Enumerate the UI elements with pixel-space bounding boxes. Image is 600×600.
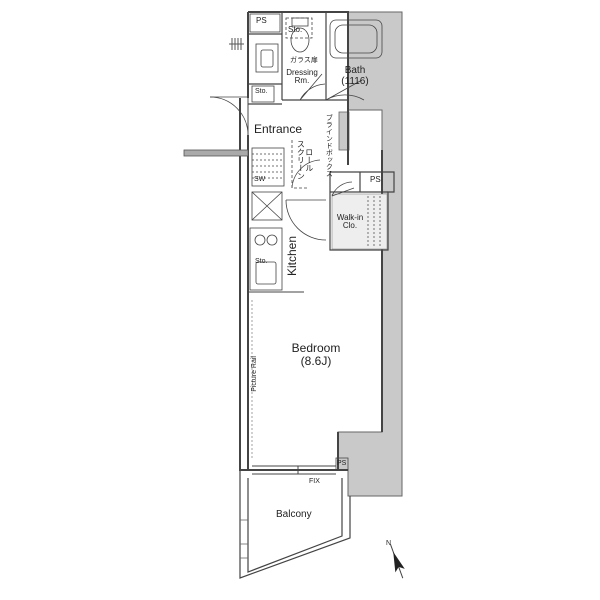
dressing-door-swing — [299, 73, 326, 101]
label-dressing-room: Dressing Rm. — [286, 68, 318, 86]
label-kitchen: Kitchen — [285, 236, 299, 277]
entry-storage — [251, 85, 275, 103]
balcony-outline — [239, 470, 351, 579]
shoe-cabinet — [251, 147, 285, 187]
roll-screen-swing — [291, 159, 321, 189]
label-glass-door: ガラス扉 — [290, 57, 318, 64]
label-sto-entry: Sto. — [255, 88, 268, 95]
label-bath: Bath (1116) — [341, 65, 369, 87]
north-compass-icon — [390, 544, 405, 579]
bathtub-icon — [329, 19, 383, 59]
label-ps-mid: PS — [370, 175, 381, 184]
label-picture-rail: Picture Rail — [251, 356, 258, 392]
kitchen-counter — [249, 227, 283, 291]
wet-area-partitions — [248, 12, 348, 105]
ps-shaft-top — [249, 13, 281, 33]
toilet-icon — [285, 17, 313, 53]
label-bedroom: Bedroom (8.6J) — [291, 341, 341, 368]
closet-door-swing — [331, 181, 355, 197]
label-sw: SW — [254, 176, 266, 183]
closet-rail — [367, 196, 381, 246]
label-sto-kitchen: Sto. — [255, 258, 268, 265]
label-entrance: Entrance — [254, 122, 303, 136]
label-ps-low: PS — [337, 460, 347, 467]
label-ps-top: PS — [256, 16, 267, 25]
label-roll-screen: ロール スクリーン — [296, 140, 314, 180]
label-fix: FIX — [309, 478, 320, 485]
compass-north-label: N — [386, 540, 392, 547]
entrance-door[interactable] — [209, 96, 249, 136]
label-blind-box: ブラインドボックス — [325, 114, 333, 177]
entry-corridor-wall — [183, 149, 249, 157]
balcony-window[interactable] — [252, 465, 336, 475]
bedroom-door-swing[interactable] — [285, 199, 327, 241]
washbasin-icon — [255, 43, 279, 73]
ps-shaft-low — [335, 457, 349, 471]
walkin-closet-walls — [329, 171, 395, 251]
label-sto-top: Sto. — [288, 25, 303, 34]
bath-door-swing — [325, 79, 365, 101]
balcony-rail-hatch — [240, 519, 248, 559]
washing-machine-icon — [251, 191, 283, 221]
label-balcony: Balcony — [276, 509, 312, 520]
label-walkin-closet: Walk-in Clo. — [336, 213, 364, 231]
left-hatch — [229, 38, 244, 50]
closet-inner — [331, 193, 388, 250]
